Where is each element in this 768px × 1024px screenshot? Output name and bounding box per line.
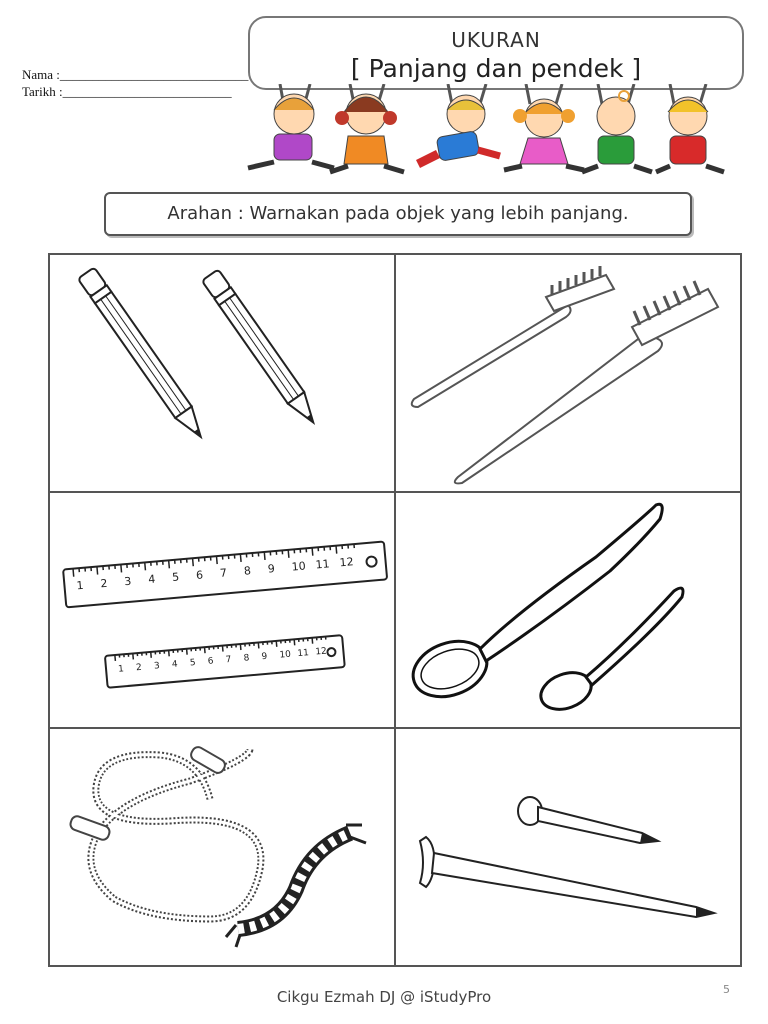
pencil-short-icon[interactable] <box>202 269 322 428</box>
ruler-long-number: 1 <box>76 579 84 593</box>
ruler-short-number: 10 <box>279 650 292 661</box>
name-line[interactable]: Nama :_____________________________ <box>22 66 248 83</box>
ruler-short-tick <box>132 653 135 660</box>
spoon-pair-cell[interactable] <box>396 493 740 727</box>
ruler-short-tick <box>114 654 117 662</box>
ruler-long-tick <box>120 564 123 573</box>
kid-5-icon <box>581 84 653 175</box>
date-line[interactable]: Tarikh :__________________________ <box>22 83 248 100</box>
toothbrush-short-icon[interactable] <box>410 266 616 409</box>
grid-divider-vertical <box>394 255 396 965</box>
ruler-long-tick <box>263 551 266 560</box>
page-number: 5 <box>723 983 730 996</box>
ruler-long-number: 12 <box>339 555 354 569</box>
nail-short-icon[interactable] <box>517 796 662 845</box>
ruler-long-number: 4 <box>148 573 156 587</box>
ruler-long-tick <box>311 547 314 556</box>
ruler-short-number: 1 <box>118 664 125 674</box>
spoon-short-icon[interactable] <box>536 586 685 716</box>
ruler-short-tick <box>221 645 224 652</box>
footer-credit: Cikgu Ezmah DJ @ iStudyPro <box>276 988 492 1006</box>
ruler-short-number: 9 <box>261 652 268 662</box>
ruler-long-number: 11 <box>315 557 330 571</box>
ruler-short-tick <box>167 650 170 657</box>
pencil-long-icon[interactable] <box>78 267 209 442</box>
grid-divider-row-1 <box>50 491 740 493</box>
rope-long-icon[interactable] <box>69 745 265 923</box>
ruler-long-tick <box>239 553 242 563</box>
kid-2-icon <box>329 84 405 175</box>
kid-6-icon <box>655 84 725 175</box>
ruler-long-number: 3 <box>124 575 132 589</box>
ruler-long-tick <box>191 558 195 567</box>
ruler-long-tick <box>167 560 171 569</box>
grid-divider-row-2 <box>50 727 740 729</box>
ruler-short-tick <box>275 640 278 647</box>
date-label: Tarikh : <box>22 84 63 99</box>
ruler-short-number: 5 <box>189 658 196 668</box>
name-blank: _____________________________ <box>59 67 249 82</box>
ruler-long-tick <box>96 566 99 575</box>
ruler-short-number: 8 <box>243 653 250 663</box>
nail-pair-cell[interactable] <box>396 729 740 963</box>
title-banner: UKURAN [ Panjang dan pendek ] <box>248 16 744 90</box>
toothbrush-pair-cell[interactable] <box>396 255 740 491</box>
ruler-short-tick <box>257 642 260 649</box>
ruler-short-number: 4 <box>172 660 179 670</box>
ruler-short-tick <box>149 651 152 658</box>
kids-illustration <box>247 84 725 175</box>
ruler-short-tick <box>293 639 296 646</box>
kid-3-icon <box>415 84 501 169</box>
instruction-box: Arahan : Warnakan pada objek yang lebih … <box>104 192 692 236</box>
ruler-long-tick <box>215 556 218 565</box>
spoon-long-icon[interactable] <box>405 502 664 706</box>
title-sub: [ Panjang dan pendek ] <box>350 54 642 83</box>
ruler-long-number: 9 <box>267 562 275 576</box>
ruler-long-number: 2 <box>100 577 108 591</box>
rope-pair-cell[interactable] <box>50 729 394 963</box>
ruler-long-tick <box>144 562 147 571</box>
date-blank: __________________________ <box>62 84 232 99</box>
ruler-long-number: 8 <box>243 564 251 578</box>
ruler-short-tick <box>239 643 242 651</box>
ruler-long-tick <box>335 545 338 554</box>
pencil-pair-cell[interactable] <box>50 255 394 491</box>
ruler-short-number: 6 <box>207 656 214 666</box>
ruler-short-tick <box>203 647 206 654</box>
ruler-short-number: 3 <box>154 661 161 671</box>
ruler-short-tick <box>185 648 188 655</box>
ruler-short-number: 7 <box>225 655 232 665</box>
ruler-short-number: 11 <box>297 648 309 659</box>
name-label: Nama : <box>22 67 60 82</box>
ruler-long-number: 6 <box>196 568 204 582</box>
rope-short-icon[interactable] <box>224 823 367 948</box>
ruler-long-number: 10 <box>291 559 306 573</box>
instruction-text: Arahan : Warnakan pada objek yang lebih … <box>167 203 629 224</box>
title-main: UKURAN <box>451 28 541 52</box>
nail-long-icon[interactable] <box>418 835 718 919</box>
student-info: Nama :_____________________________ Tari… <box>22 66 248 100</box>
kid-4-icon <box>503 84 585 173</box>
toothbrush-long-icon[interactable] <box>453 280 720 485</box>
kid-1-icon <box>247 84 335 171</box>
ruler-long-number: 5 <box>172 570 180 584</box>
ruler-long-tick <box>287 549 290 558</box>
ruler-long-number: 7 <box>219 566 227 580</box>
ruler-short-number: 12 <box>315 647 327 658</box>
ruler-short-tick <box>311 637 314 644</box>
ruler-long-tick <box>72 568 75 577</box>
ruler-short-number: 2 <box>136 663 143 673</box>
